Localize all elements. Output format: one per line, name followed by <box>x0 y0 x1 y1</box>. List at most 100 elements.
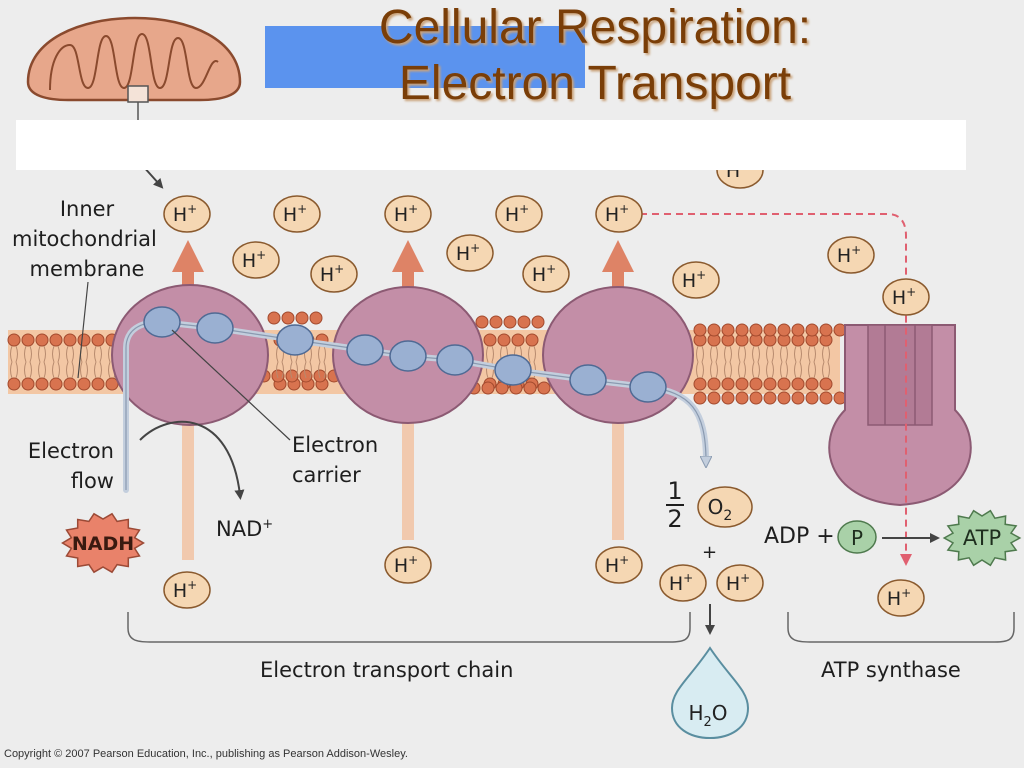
lipid-head <box>735 323 749 337</box>
hydrogen-ion: H+ <box>522 255 570 293</box>
lipid-head <box>483 333 497 347</box>
lipid-head <box>749 391 763 405</box>
lipid-head <box>7 377 21 391</box>
atp-synthase-icon <box>828 324 972 507</box>
lipid-head <box>819 391 833 405</box>
carrier-pointer-line <box>171 329 291 441</box>
hydrogen-ion: H+ <box>232 241 280 279</box>
lipid-head <box>693 391 707 405</box>
nadh-oxidation-arrow <box>139 420 245 500</box>
hydrogen-ion: H+ <box>882 278 930 316</box>
lipid-head <box>805 323 819 337</box>
svg-text:P: P <box>851 526 863 550</box>
lipid-head <box>295 311 309 325</box>
lipid-heads <box>7 311 847 405</box>
lipid-head <box>763 391 777 405</box>
atp-synthase-label: ATP synthase <box>821 658 961 682</box>
lipid-head <box>497 333 511 347</box>
phosphate-badge: P <box>837 520 877 554</box>
electron-carrier <box>389 340 427 372</box>
svg-text:H+: H+ <box>242 248 266 272</box>
copyright-text: Copyright © 2007 Pearson Education, Inc.… <box>4 748 408 760</box>
svg-text:H+: H+ <box>505 202 529 226</box>
lipid-head <box>299 369 313 383</box>
lipid-head <box>21 377 35 391</box>
hydrogen-ions: H+H+H+H+H+H+H+H+H+H+H+H+H+H+H+H+H+H+H+ <box>163 151 930 617</box>
electron-carrier <box>276 324 314 356</box>
svg-text:H+: H+ <box>726 571 750 595</box>
nadh-badge: NADH <box>61 512 145 574</box>
lipid-head <box>511 333 525 347</box>
hydrogen-ion: H+ <box>659 564 707 602</box>
lipid-head <box>49 377 63 391</box>
lipid-head <box>517 315 531 329</box>
membrane-pointer-line <box>77 281 89 379</box>
lipid-head <box>63 377 77 391</box>
hydrogen-ion: H+ <box>716 564 764 602</box>
lipid-head <box>91 333 105 347</box>
hydrogen-ion: H+ <box>495 195 543 233</box>
svg-text:H+: H+ <box>837 243 861 267</box>
svg-text:O2: O2 <box>708 495 733 524</box>
hydrogen-ion: H+ <box>827 236 875 274</box>
lipid-head <box>21 333 35 347</box>
hydrogen-ion: H+ <box>595 195 643 233</box>
lipid-head <box>77 377 91 391</box>
lipid-head <box>531 315 545 329</box>
svg-text:H+: H+ <box>394 553 418 577</box>
lipid-head <box>271 369 285 383</box>
lipid-head <box>481 381 495 395</box>
electron-carrier <box>569 364 607 396</box>
etc-bracket <box>127 612 691 643</box>
lipid-head <box>489 315 503 329</box>
svg-text:H+: H+ <box>456 241 480 265</box>
hydrogen-ion: H+ <box>595 546 643 584</box>
lipid-head <box>267 311 281 325</box>
hydrogen-ion: H+ <box>163 195 211 233</box>
proton-pump-arrows <box>172 240 634 560</box>
lipid-head <box>693 323 707 337</box>
lipid-head <box>777 323 791 337</box>
svg-text:H+: H+ <box>892 285 916 309</box>
proton-flow-dashed <box>640 213 912 566</box>
hydrogen-ion: H+ <box>877 579 925 617</box>
electron-carrier <box>436 344 474 376</box>
electron-flow-label: Electron flow <box>27 439 114 493</box>
electron-carrier <box>494 354 532 386</box>
svg-text:ATP: ATP <box>963 526 1001 550</box>
nad-plus-label: NAD+ <box>216 517 274 541</box>
lipid-head <box>749 377 763 391</box>
lipid-head <box>35 333 49 347</box>
lipid-head <box>819 323 833 337</box>
electron-carrier <box>346 334 384 366</box>
svg-text:H+: H+ <box>669 571 693 595</box>
lipid-head <box>721 323 735 337</box>
atp-synthase-bracket <box>787 612 1015 643</box>
complex-1 <box>111 284 269 426</box>
mitochondrion-icon <box>26 16 242 140</box>
svg-text:H+: H+ <box>173 578 197 602</box>
lipid-head <box>91 377 105 391</box>
water-drop-icon: H2O <box>670 646 750 740</box>
lipid-head <box>707 377 721 391</box>
lipid-head <box>49 333 63 347</box>
title-line-1: Cellular Respiration: <box>378 1 812 54</box>
svg-text:H+: H+ <box>320 262 344 286</box>
svg-text:NADH: NADH <box>72 533 134 555</box>
lipid-head <box>721 391 735 405</box>
slide-title: Cellular Respiration: Electron Transport <box>270 0 920 112</box>
svg-text:H+: H+ <box>283 202 307 226</box>
lipid-head <box>777 391 791 405</box>
lipid-head <box>721 377 735 391</box>
electron-carrier <box>143 306 181 338</box>
lipid-head <box>537 381 551 395</box>
lipid-head <box>805 391 819 405</box>
electron-carrier-label: Electron carrier <box>292 433 379 487</box>
title-accent-bar <box>265 26 585 88</box>
lipid-head <box>313 369 327 383</box>
lipid-head <box>735 377 749 391</box>
svg-text:H+: H+ <box>605 202 629 226</box>
half-fraction: 1 2 <box>666 477 684 533</box>
lipid-head <box>791 391 805 405</box>
